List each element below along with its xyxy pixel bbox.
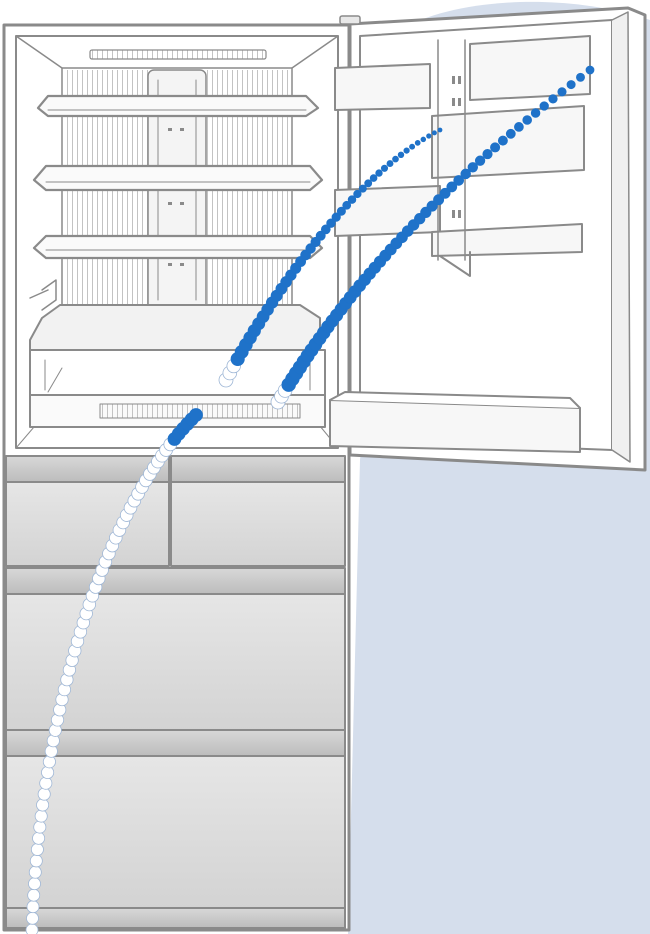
airflow-dot <box>27 901 39 913</box>
airflow-dot <box>26 912 38 924</box>
airflow-dot <box>558 88 566 96</box>
airflow-dot <box>26 924 38 934</box>
airflow-dot <box>398 152 404 158</box>
airflow-dot <box>359 185 366 192</box>
airflow-dot <box>506 129 515 138</box>
airflow-dot <box>567 80 575 88</box>
airflow-dot <box>427 134 431 138</box>
shelf-2 <box>34 166 322 190</box>
airflow-dot <box>43 756 55 768</box>
airflow-dot <box>381 165 387 171</box>
airflow-dot <box>549 95 557 103</box>
airflow-dot <box>40 777 52 789</box>
airflow-dot <box>30 855 42 867</box>
airflow-dot <box>376 170 383 177</box>
shelf-1 <box>38 96 318 116</box>
airflow-dot <box>31 843 43 855</box>
airflow-dot <box>415 140 420 145</box>
airflow-dot <box>28 889 40 901</box>
airflow-dot <box>438 128 442 132</box>
airflow-dot <box>33 832 45 844</box>
airflow-dot <box>38 788 50 800</box>
airflow-dot <box>34 821 46 833</box>
door-bin-bottom <box>330 392 580 452</box>
airflow-dot <box>37 799 49 811</box>
airflow-dot <box>387 161 393 167</box>
airflow-dot <box>531 109 540 118</box>
airflow-dot <box>432 131 436 135</box>
airflow-dot <box>365 180 372 187</box>
airflow-dot <box>490 143 499 152</box>
refrigerator-door <box>330 8 645 470</box>
airflow-dot <box>29 866 41 878</box>
top-vent <box>90 50 266 59</box>
airflow-dot <box>370 175 377 182</box>
airflow-dot <box>586 66 594 74</box>
airflow-dot <box>41 766 53 778</box>
airflow-dot <box>28 878 40 890</box>
bottom-drawer <box>6 730 345 928</box>
airflow-dot <box>483 149 492 158</box>
airflow-dot <box>514 122 523 131</box>
airflow-dot <box>576 73 584 81</box>
airflow-dot <box>404 148 409 153</box>
airflow-dot <box>410 144 415 149</box>
airflow-dot <box>190 409 203 422</box>
shelf-3 <box>34 236 322 258</box>
airflow-dot <box>35 810 47 822</box>
airflow-dot <box>393 156 399 162</box>
airflow-dot <box>540 102 549 111</box>
door-hinge <box>340 16 360 24</box>
airflow-dot <box>421 137 426 142</box>
vegetable-drawer-right <box>171 456 345 566</box>
airflow-dot <box>498 136 507 145</box>
airflow-dot <box>475 156 484 165</box>
airflow-dot <box>523 116 532 125</box>
